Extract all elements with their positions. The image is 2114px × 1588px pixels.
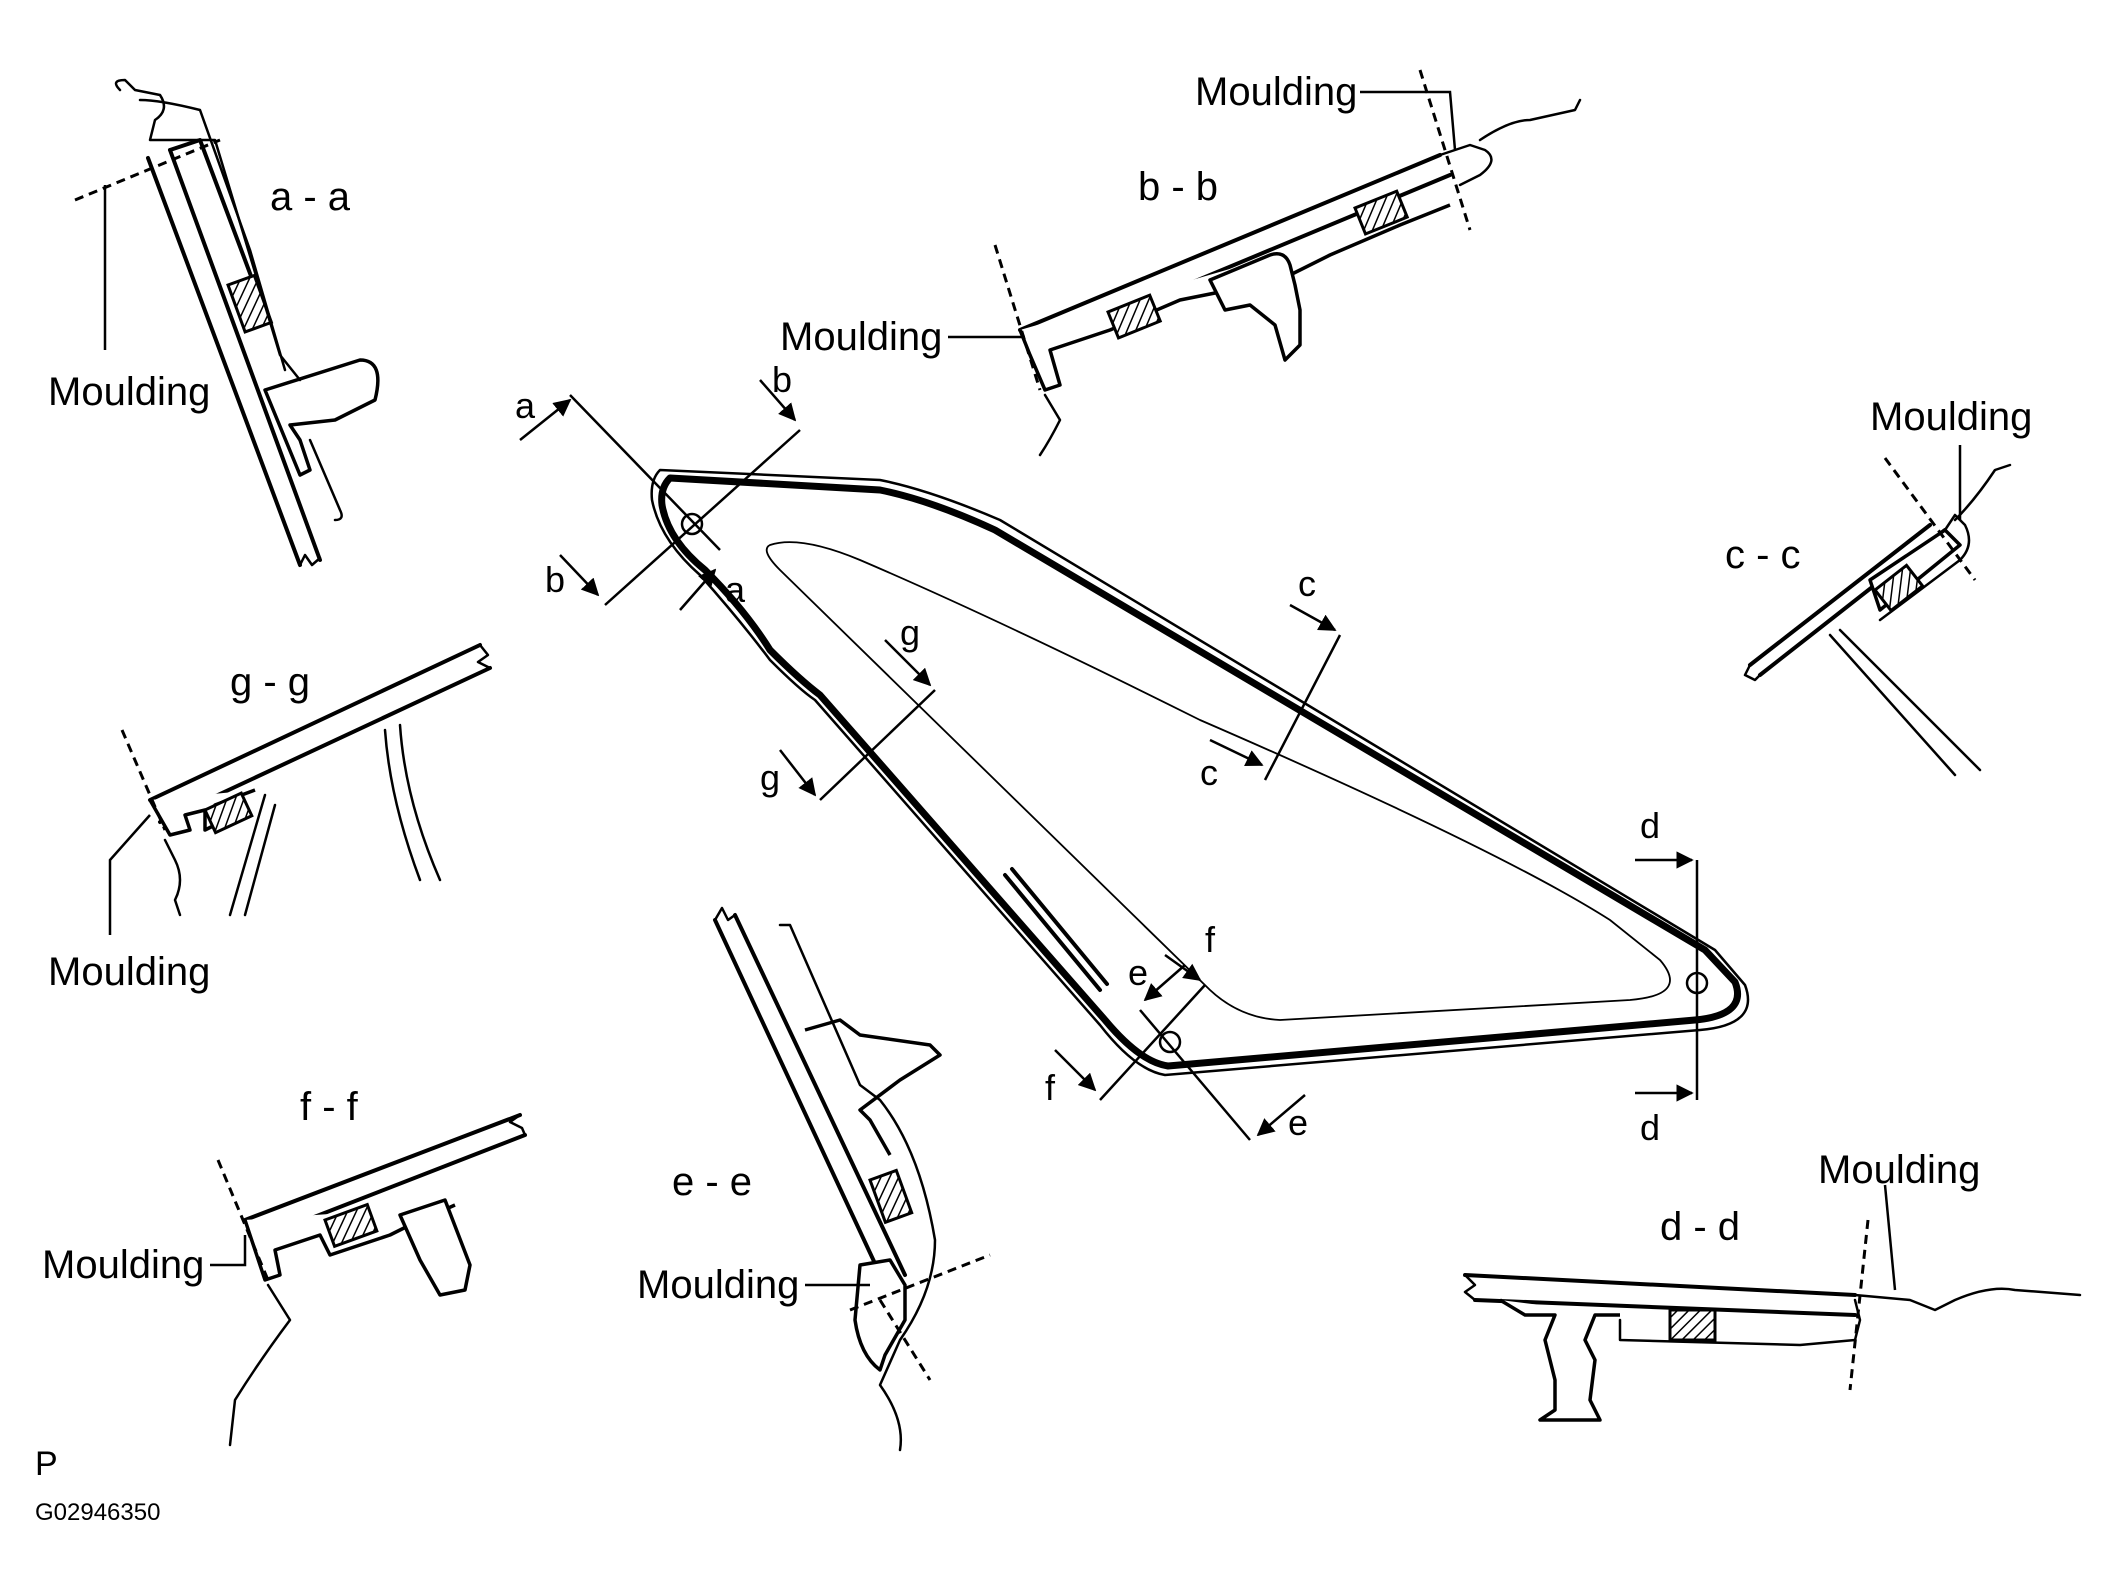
cut-label-e1: e — [1128, 952, 1148, 993]
moulding-label-e: Moulding — [637, 1263, 799, 1307]
cut-label-b2: b — [545, 559, 565, 600]
cut-label-a2: a — [725, 569, 746, 610]
view-letter: P — [35, 1445, 58, 1483]
section-label-d-d: d - d — [1660, 1205, 1740, 1249]
section-label-g-g: g - g — [230, 660, 310, 704]
moulding-label-c: Moulding — [1870, 395, 2032, 439]
cut-label-d1: d — [1640, 805, 1660, 846]
cut-letter-labels: a a b b c c d d e e f f g g — [515, 359, 1660, 1148]
cut-label-c2: c — [1200, 752, 1218, 793]
moulding-label-b-left: Moulding — [780, 315, 942, 359]
section-label-a-a: a - a — [270, 175, 351, 219]
section-d-d: d - d Moulding — [1463, 1148, 2082, 1422]
section-label-e-e: e - e — [672, 1160, 752, 1204]
glass-stud-e — [1158, 1030, 1182, 1054]
glass-stud-a — [680, 512, 704, 536]
section-c-c: c - c Moulding — [1725, 395, 2032, 777]
quarter-window-glass — [650, 468, 1750, 1077]
cut-label-b1: b — [772, 359, 792, 400]
section-label-c-c: c - c — [1725, 533, 1801, 577]
section-g-g: g - g Moulding — [48, 643, 492, 994]
cut-label-c1: c — [1298, 563, 1316, 604]
section-b-b: b - b Moulding Moulding — [780, 69, 1582, 457]
section-label-b-b: b - b — [1138, 165, 1218, 209]
moulding-label-b-top: Moulding — [1195, 70, 1357, 114]
moulding-label-d: Moulding — [1818, 1148, 1980, 1192]
section-cut-lines — [519, 379, 1699, 1141]
cut-label-f1: f — [1205, 919, 1216, 960]
cut-label-d2: d — [1640, 1107, 1660, 1148]
cut-label-g1: g — [900, 612, 920, 653]
moulding-label-a: Moulding — [48, 370, 210, 414]
section-e-e: e - e Moulding — [637, 906, 991, 1452]
figure-code: G02946350 — [35, 1499, 160, 1526]
cut-label-f2: f — [1045, 1067, 1056, 1108]
cut-label-g2: g — [760, 757, 780, 798]
section-label-f-f: f - f — [300, 1085, 359, 1129]
cut-label-e2: e — [1288, 1102, 1308, 1143]
moulding-label-g: Moulding — [48, 950, 210, 994]
cut-label-a1: a — [515, 385, 536, 426]
section-f-f: f - f Moulding — [42, 1085, 527, 1447]
glass-edge-strip — [1003, 873, 1102, 992]
section-a-a: a - a Moulding — [48, 78, 380, 567]
moulding-label-f: Moulding — [42, 1243, 204, 1287]
